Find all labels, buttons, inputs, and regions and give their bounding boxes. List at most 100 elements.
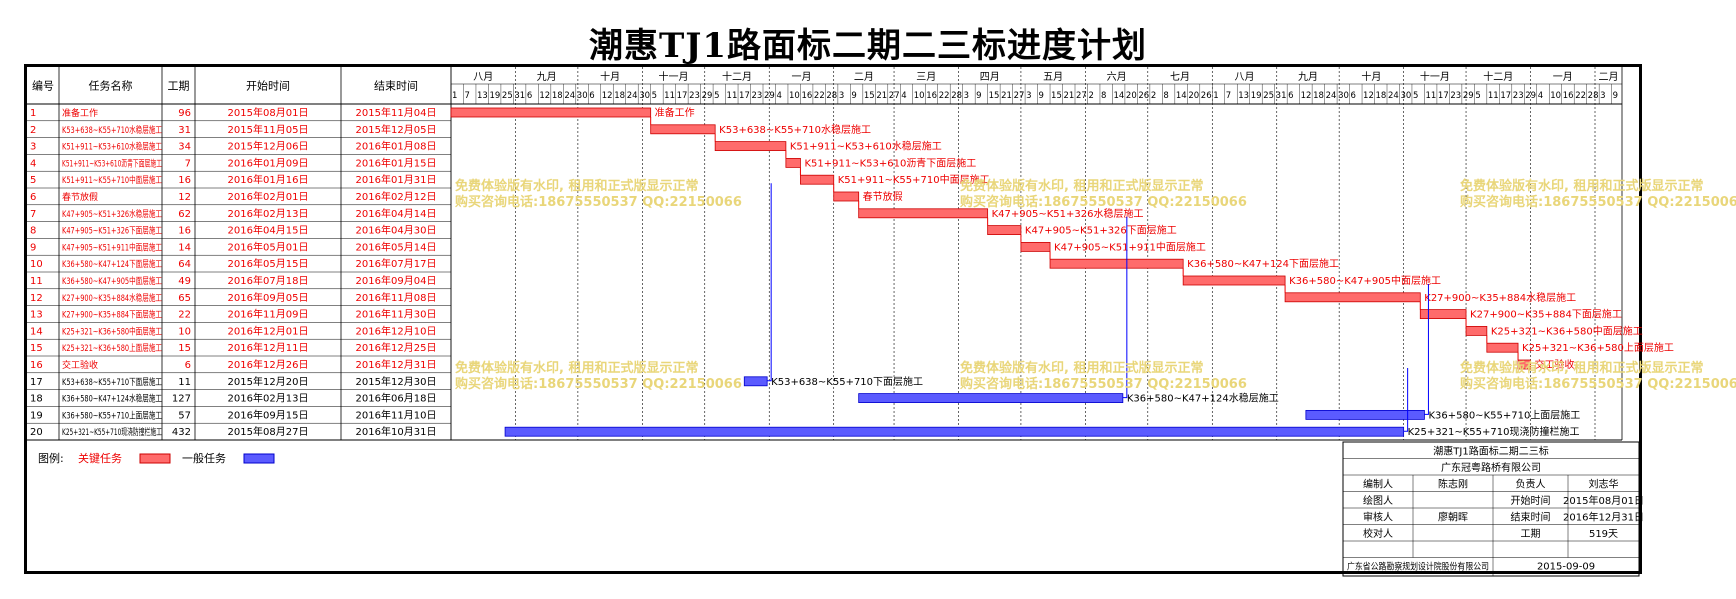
- info-start: 2015年08月01日: [1563, 494, 1644, 507]
- gantt-frame: [24, 64, 1642, 574]
- row-end: 2015年12月05日: [356, 123, 437, 136]
- row-duration: 12: [178, 192, 191, 203]
- day-label: 31: [1276, 91, 1287, 101]
- row-start: 2016年12月11日: [228, 341, 309, 354]
- day-label: 16: [801, 91, 812, 101]
- info-end: 2016年12月31日: [1563, 511, 1644, 524]
- row-start: 2015年12月20日: [228, 375, 309, 388]
- day-label: 21: [876, 91, 887, 101]
- row-id: 2: [30, 125, 36, 136]
- info-title: 潮惠TJ1路面标二期二三标: [1433, 445, 1548, 458]
- row-duration: 65: [178, 293, 191, 304]
- info-duration-label: 工期: [1521, 528, 1541, 540]
- day-label: 17: [1500, 91, 1511, 101]
- month-label: 二月: [854, 71, 874, 83]
- day-label: 24: [564, 91, 575, 101]
- row-duration: 34: [178, 142, 191, 153]
- info-reviewer: 廖朝晖: [1438, 511, 1468, 524]
- row-name: K47+905~K51+911中面层施工: [62, 241, 162, 253]
- day-label: 21: [1001, 91, 1012, 101]
- row-start: 2016年01月09日: [228, 156, 309, 169]
- row-end: 2016年01月31日: [356, 173, 437, 186]
- row-end: 2015年12月30日: [356, 375, 437, 388]
- row-end: 2016年11月08日: [356, 291, 437, 304]
- row-id: 16: [30, 360, 43, 371]
- day-label: 9: [1039, 91, 1044, 101]
- day-label: 22: [939, 91, 950, 101]
- task-bar: [800, 174, 835, 185]
- day-label: 16: [926, 91, 937, 101]
- row-end: 2015年11月04日: [356, 106, 437, 119]
- dependency-line: [1122, 216, 1128, 399]
- day-label: 26: [1201, 91, 1212, 101]
- row-id: 3: [30, 142, 36, 153]
- row-name: K27+900~K35+884下面层施工: [62, 309, 162, 321]
- row-duration: 96: [178, 108, 191, 119]
- day-label: 6: [1351, 91, 1356, 101]
- day-label: 11: [1488, 91, 1499, 101]
- day-label: 7: [1226, 91, 1231, 101]
- row-end: 2016年06月18日: [356, 392, 437, 405]
- day-label: 8: [1163, 91, 1168, 101]
- task-bar-label: K47+905~K51+911中面层施工: [1054, 240, 1206, 253]
- month-label: 十二月: [722, 70, 752, 83]
- day-label: 23: [1450, 91, 1461, 101]
- month-label: 二月: [1599, 71, 1619, 83]
- day-label: 25: [1263, 91, 1274, 101]
- row-duration: 22: [178, 310, 191, 321]
- row-duration: 16: [178, 226, 191, 237]
- day-label: 22: [814, 91, 825, 101]
- day-label: 9: [976, 91, 981, 101]
- row-duration: 49: [178, 276, 191, 287]
- row-name: K25+321~K36+580上面层施工: [62, 342, 162, 354]
- month-label: 十月: [1361, 70, 1381, 83]
- row-name: K51+911~K55+710中面层施工: [62, 174, 162, 186]
- info-drawer-label: 绘图人: [1363, 494, 1393, 507]
- day-label: 31: [514, 91, 525, 101]
- row-id: 4: [30, 158, 36, 169]
- row-id: 13: [30, 310, 43, 321]
- watermark-line: 购买咨询电话:18675550537 QQ:22150066: [455, 194, 742, 210]
- watermark-line: 免费体验版有水印, 租用和正式版显示正常: [455, 360, 698, 376]
- day-label: 18: [1313, 91, 1324, 101]
- legend-normal-label: 一般任务: [182, 452, 226, 465]
- task-bar-label: K53+638~K55+710下面层施工: [771, 375, 923, 388]
- legend-normal-swatch: [243, 453, 275, 464]
- day-label: 5: [1413, 91, 1418, 101]
- day-label: 1: [1213, 91, 1218, 101]
- row-id: 12: [30, 293, 43, 304]
- day-label: 11: [727, 91, 738, 101]
- day-label: 5: [714, 91, 719, 101]
- row-name: K36+580~K47+905中面层施工: [62, 275, 162, 287]
- row-name: K47+905~K51+326水稳层施工: [62, 208, 162, 220]
- header-start: 开始时间: [246, 79, 290, 93]
- row-end: 2016年04月30日: [356, 224, 437, 237]
- header-duration: 工期: [168, 80, 190, 93]
- row-name: K53+638~K55+710水稳层施工: [62, 124, 162, 136]
- day-label: 1: [452, 91, 457, 101]
- watermark-line: 免费体验版有水印, 租用和正式版显示正常: [455, 178, 698, 194]
- task-bar: [1486, 342, 1519, 353]
- row-start: 2016年09月05日: [228, 291, 309, 304]
- task-bar: [1419, 309, 1467, 320]
- day-label: 30: [577, 91, 588, 101]
- info-block: [1342, 441, 1640, 577]
- month-label: 三月: [916, 71, 936, 83]
- task-bar-label: 春节放假: [863, 190, 903, 203]
- day-label: 28: [1588, 91, 1599, 101]
- row-id: 9: [30, 242, 36, 253]
- day-label: 24: [627, 91, 638, 101]
- row-start: 2016年05月15日: [228, 257, 309, 270]
- day-label: 17: [739, 91, 750, 101]
- row-name: K51+911~K53+610水稳层施工: [62, 141, 162, 153]
- info-start-label: 开始时间: [1511, 494, 1551, 507]
- row-name: K25+321~K36+580中面层施工: [62, 325, 162, 337]
- day-label: 4: [901, 91, 906, 101]
- task-bar: [987, 225, 1022, 236]
- day-label: 3: [1600, 91, 1605, 101]
- task-bar: [833, 191, 860, 202]
- row-duration: 57: [178, 410, 191, 421]
- watermark-line: 免费体验版有水印, 租用和正式版显示正常: [1460, 178, 1703, 194]
- month-label: 十二月: [1483, 70, 1513, 83]
- day-label: 13: [477, 91, 488, 101]
